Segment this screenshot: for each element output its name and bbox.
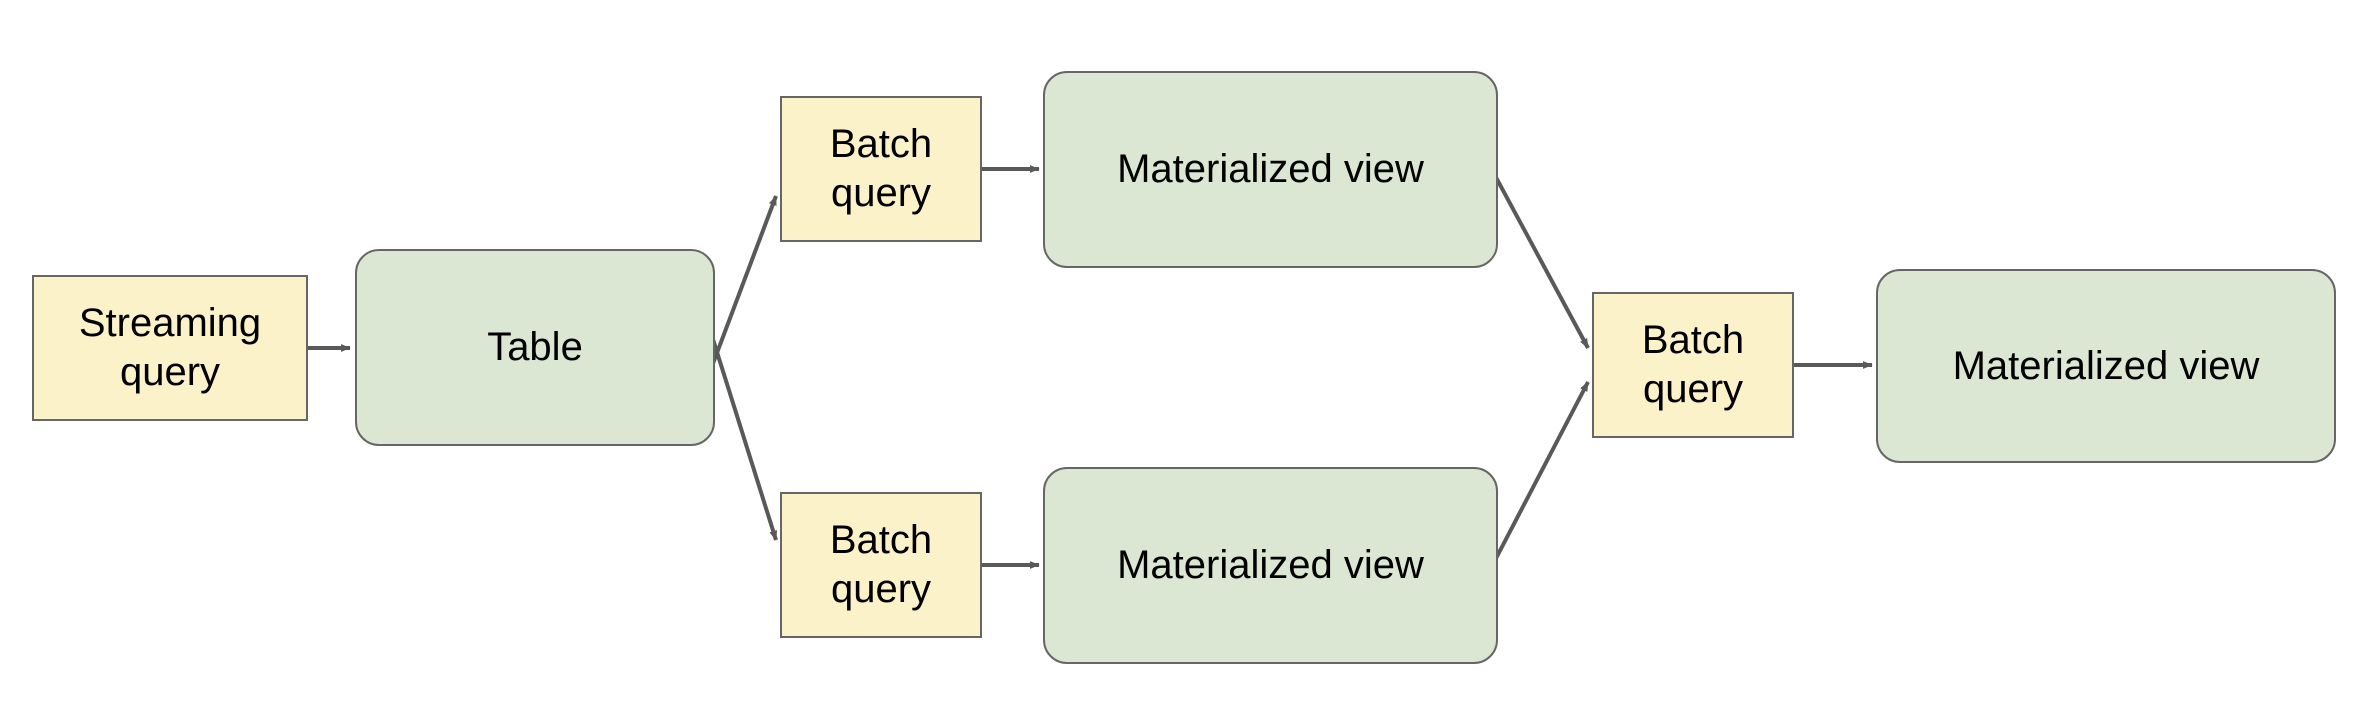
node-materialized-view-bottom-label: Materialized view [1117, 543, 1424, 588]
node-table[interactable]: Table [355, 249, 715, 446]
node-materialized-view-top-label: Materialized view [1117, 147, 1424, 192]
node-batch-query-join[interactable]: Batch query [1592, 292, 1794, 438]
edge-mv-top-to-join [1490, 169, 1590, 349]
node-materialized-view-bottom[interactable]: Materialized view [1043, 467, 1498, 664]
node-materialized-view-top[interactable]: Materialized view [1043, 71, 1498, 268]
node-streaming-query[interactable]: Streaming query [32, 275, 308, 421]
edge-mv-bottom-to-join [1490, 381, 1590, 567]
node-batch-query-join-label: Batch query [1641, 318, 1745, 411]
node-batch-query-top[interactable]: Batch query [780, 96, 982, 242]
node-table-label: Table [487, 325, 583, 370]
node-materialized-view-final[interactable]: Materialized view [1876, 269, 2336, 463]
node-materialized-view-final-label: Materialized view [1952, 343, 2260, 388]
node-batch-query-bottom[interactable]: Batch query [780, 492, 982, 638]
node-batch-query-bottom-label: Batch query [829, 518, 933, 611]
node-streaming-query-label: Streaming query [78, 301, 262, 394]
node-batch-query-top-label: Batch query [829, 122, 933, 215]
